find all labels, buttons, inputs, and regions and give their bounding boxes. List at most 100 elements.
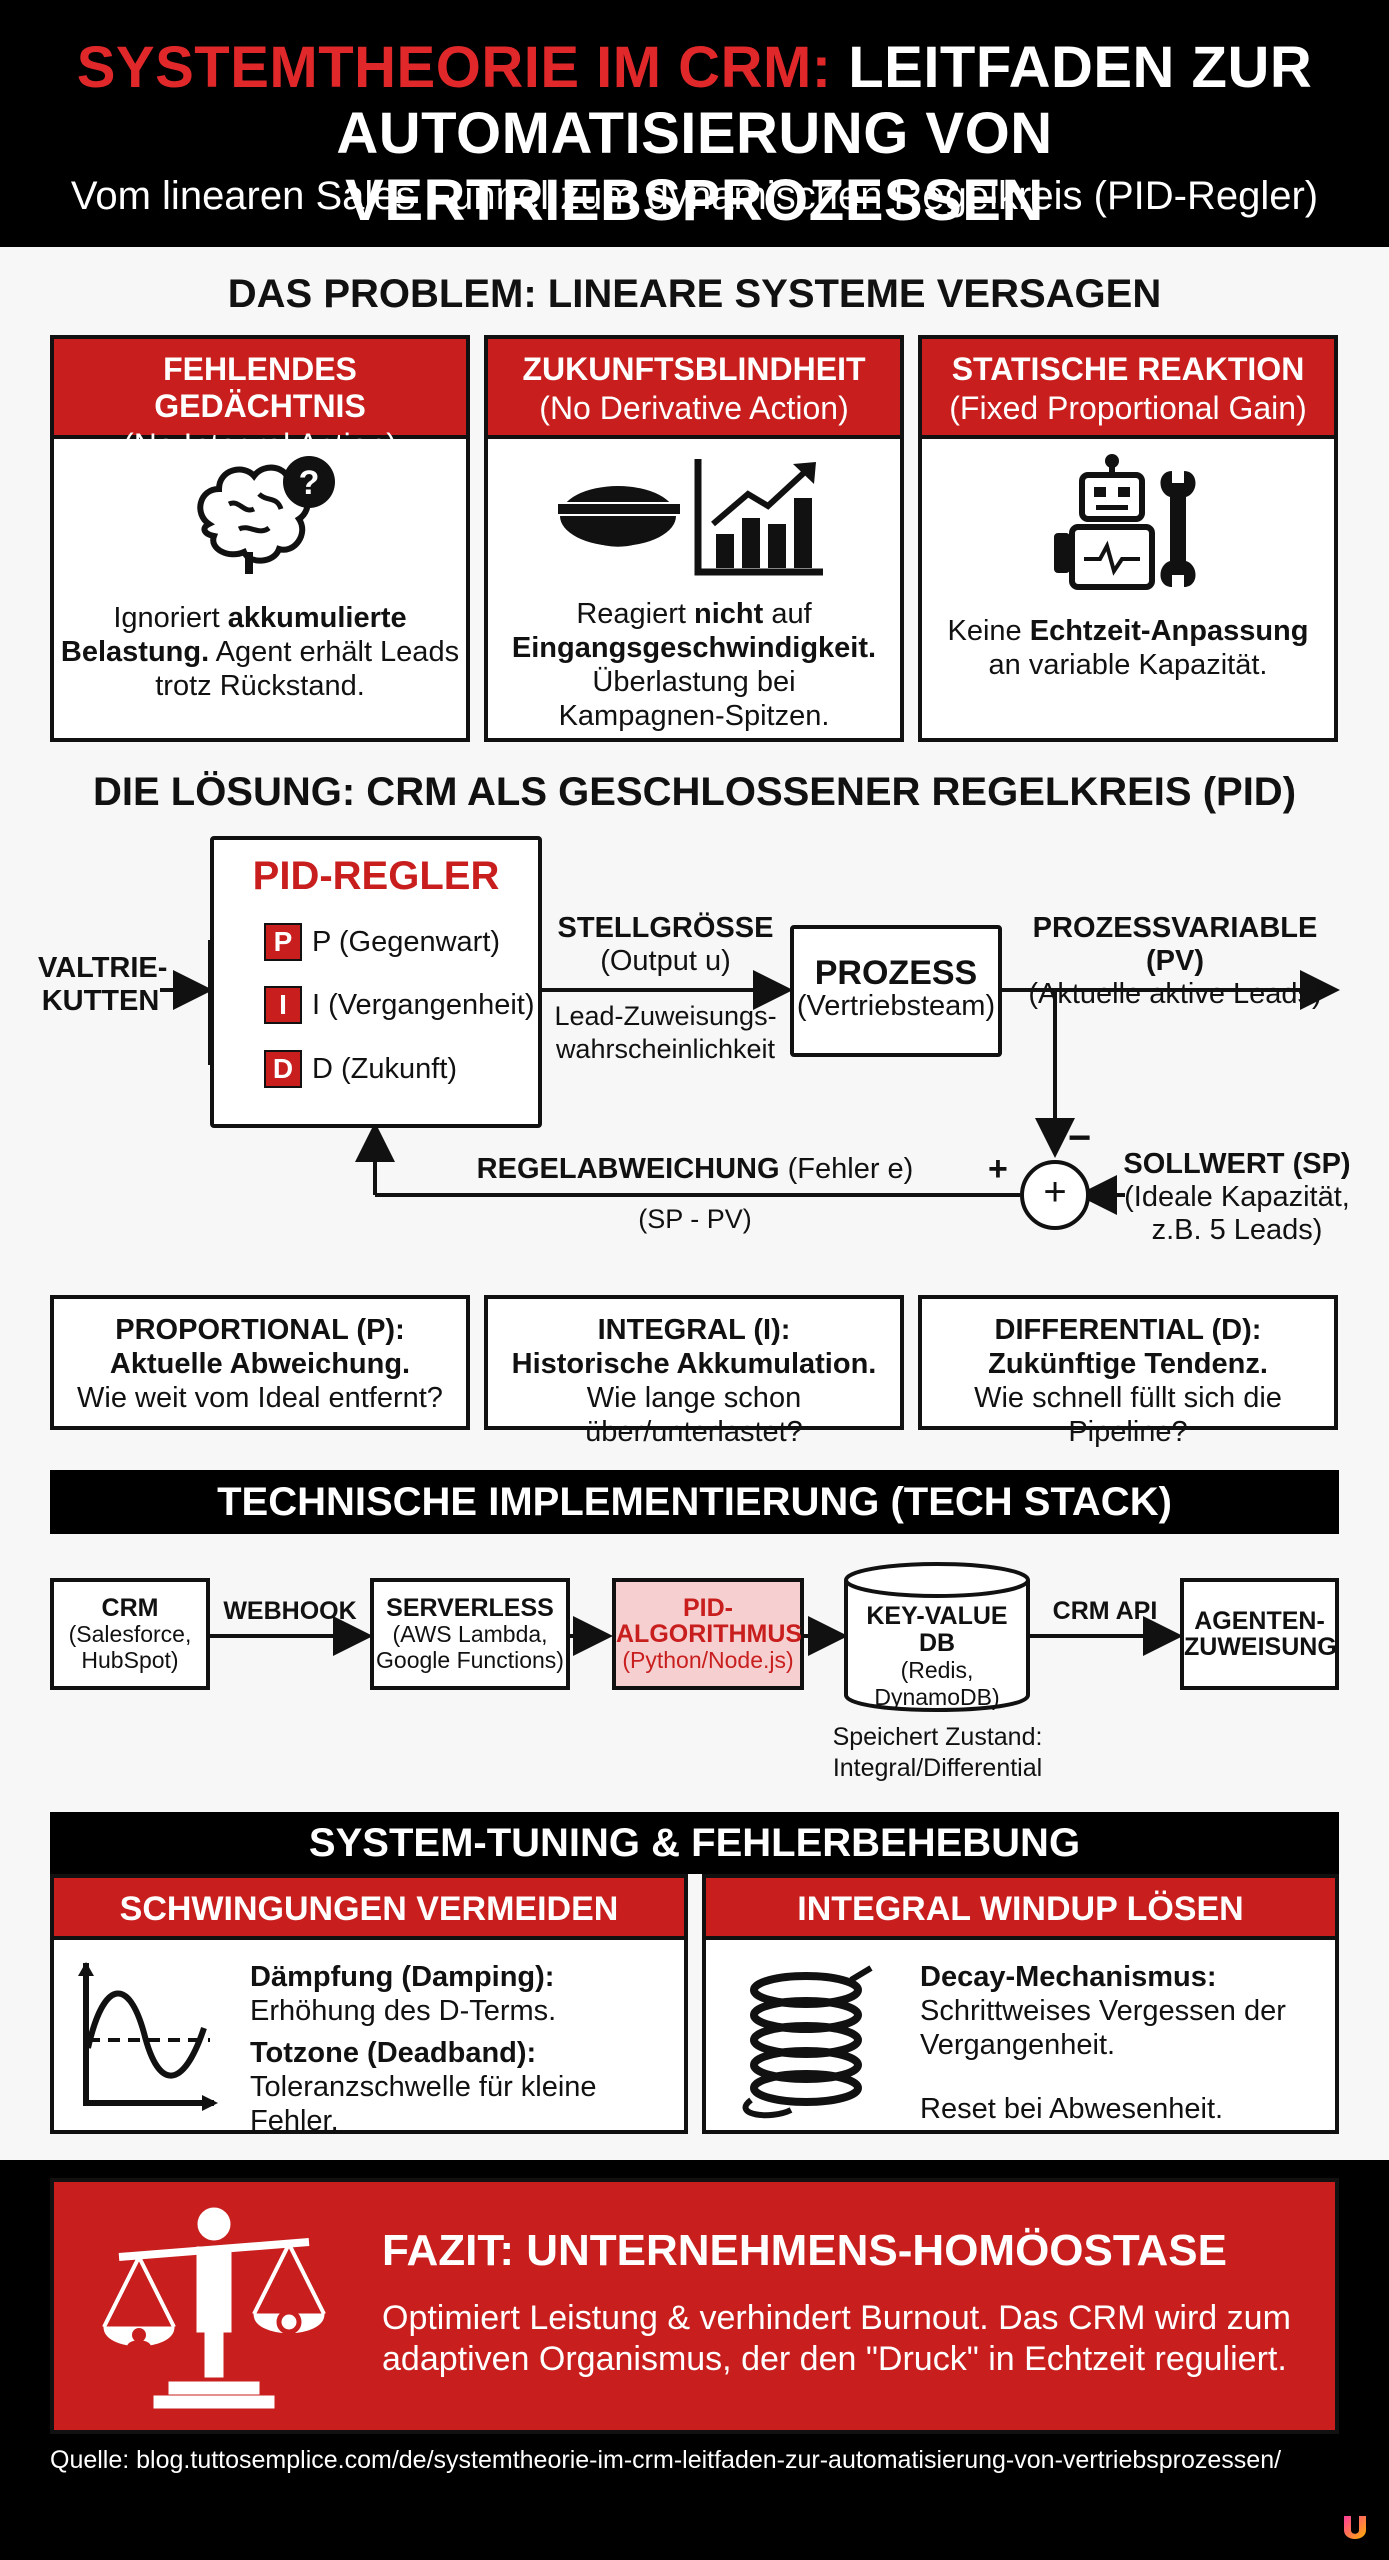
svg-text:?: ? xyxy=(299,464,320,502)
input-label: VALTRIE- KUTTEN xyxy=(38,952,167,1018)
spring-coil-icon xyxy=(731,1960,881,2125)
source-link[interactable]: Quelle: blog.tuttosemplice.com/de/system… xyxy=(50,2446,1282,2474)
text-bold: Eingangsgeschwindigkeit. xyxy=(511,632,877,664)
stellgroesse-label: STELLGRÖSSE (Output u) xyxy=(543,912,788,978)
tech-crm: CRM (Salesforce, HubSpot) xyxy=(50,1578,210,1690)
text-bold: PID- xyxy=(683,1594,733,1622)
tech-connectors xyxy=(208,1562,1183,1712)
brain-question-icon: ? xyxy=(189,454,339,589)
tuning-oscillation-card: SCHWINGUNGEN VERMEIDEN Dämpfung (Damping… xyxy=(50,1874,688,2137)
setpoint-label: SOLLWERT (SP) (Ideale Kapazität, z.B. 5 … xyxy=(1122,1148,1352,1247)
title-white: LEITFADEN ZUR xyxy=(848,35,1313,100)
card-title: ZUKUNFTSBLINDHEIT xyxy=(522,351,866,387)
card-header: FEHLENDES GEDÄCHTNIS (No Integral Action… xyxy=(54,339,466,463)
card-title: STATISCHE REAKTION xyxy=(951,351,1305,387)
pv-label: PROZESSVARIABLE (PV) (Aktuelle aktive Le… xyxy=(1005,912,1345,1011)
tech-pid-algorithm: PID- ALGORITHMUS (Python/Node.js) xyxy=(612,1578,804,1690)
text: HubSpot) xyxy=(81,1647,179,1673)
process-box: PROZESS (Vertriebsteam) xyxy=(790,925,1002,1057)
text: (Ideale Kapazität, xyxy=(1124,1181,1350,1213)
text: Agent erhält Leads xyxy=(209,636,460,668)
text-bold: ZUWEISUNG xyxy=(1184,1633,1337,1661)
text: (Output u) xyxy=(600,945,731,977)
text: Überlastung bei xyxy=(592,666,796,698)
card-body: Keine Echtzeit-Anpassung an variable Kap… xyxy=(922,614,1334,682)
card-header: ZUKUNFTSBLINDHEIT (No Derivative Action) xyxy=(488,339,900,439)
text: Ignoriert xyxy=(113,602,228,634)
text-bold: ALGORITHMUS xyxy=(616,1620,803,1648)
text: Toleranzschwelle für kleine Fehler. xyxy=(250,2071,597,2137)
decay-text: Decay-Mechanismus: Schrittweises Vergess… xyxy=(920,1960,1286,2062)
text-bold: Decay-Mechanismus: xyxy=(920,1961,1217,1993)
text: (Fehler e) xyxy=(779,1153,914,1185)
d-badge: D xyxy=(264,1050,302,1088)
i-badge: I xyxy=(264,986,302,1024)
p-text: P (Gegenwart) xyxy=(312,925,501,958)
explain-integral: INTEGRAL (I): Historische Akkumulation. … xyxy=(484,1295,904,1448)
text: Kampagnen-Spitzen. xyxy=(558,700,830,732)
problem-card-future: ZUKUNFTSBLINDHEIT (No Derivative Action)… xyxy=(484,335,904,742)
text: (Redis, xyxy=(900,1657,974,1683)
text-bold: Zukünftige Tendenz. xyxy=(988,1348,1268,1380)
webhook-label: WEBHOOK xyxy=(223,1597,357,1625)
tech-title: TECHNISCHE IMPLEMENTIERUNG (TECH STACK) xyxy=(50,1470,1339,1534)
text: (Aktuelle aktive Leads) xyxy=(1028,978,1322,1010)
text: Erhöhung des D-Terms. xyxy=(250,1995,557,2027)
tech-serverless: SERVERLESS (AWS Lambda, Google Functions… xyxy=(370,1578,570,1690)
card-subtitle: (No Derivative Action) xyxy=(539,390,849,426)
sum-sign: + xyxy=(1043,1170,1067,1214)
robot-wrench-icon xyxy=(1052,451,1212,601)
text: Integral/Differential xyxy=(832,1754,1043,1782)
tuning-title: SYSTEM-TUNING & FEHLERBEHEBUNG xyxy=(50,1812,1339,1874)
text-bold: Totzone (Deadband): xyxy=(250,2037,537,2069)
text-bold: akkumulierte xyxy=(227,602,407,634)
text: adaptiven Organismus, der den "Druck" in… xyxy=(382,2340,1287,2378)
balance-scale-person-icon xyxy=(99,2202,329,2417)
pid-title: PID-REGLER xyxy=(252,854,500,898)
pid-d-row: D D (Zukunft) xyxy=(264,1050,457,1088)
problem-title: DAS PROBLEM: LINEARE SYSTEME VERSAGEN xyxy=(227,272,1162,316)
text: Wie lange schon über/unterlastet? xyxy=(585,1382,803,1448)
subtitle: Vom linearen Sales Funnel zum dynamische… xyxy=(70,174,1319,218)
db-note: Speichert Zustand: Integral/Differential xyxy=(790,1722,1085,1784)
tech-agent-assignment: AGENTEN- ZUWEISUNG xyxy=(1180,1578,1339,1690)
deadband-text: Totzone (Deadband): Toleranzschwelle für… xyxy=(250,2036,684,2138)
text-bold: Belastung. xyxy=(60,636,210,668)
text: (Salesforce, xyxy=(68,1621,192,1647)
text-bold: AGENTEN- xyxy=(1194,1607,1325,1635)
card-body: Ignoriert akkumulierte Belastung. Agent … xyxy=(54,601,466,703)
text-bold: Historische Akkumulation. xyxy=(511,1348,877,1380)
text: z.B. 5 Leads) xyxy=(1151,1214,1323,1246)
text: Schrittweises Vergessen der xyxy=(920,1995,1286,2027)
card-subtitle: (Fixed Proportional Gain) xyxy=(949,390,1307,426)
plus-sign: + xyxy=(988,1150,1008,1188)
explain-proportional: PROPORTIONAL (P): Aktuelle Abweichung. W… xyxy=(50,1295,470,1430)
text: Wie schnell füllt sich die Pipeline? xyxy=(974,1382,1282,1448)
card-body: Reagiert nicht auf Eingangsgeschwindigke… xyxy=(488,597,900,733)
text: an variable Kapazität. xyxy=(988,649,1268,681)
text-bold: INTEGRAL (I): xyxy=(597,1314,791,1346)
error-formula: (SP - PV) xyxy=(638,1204,752,1234)
text: Optimiert Leistung & verhindert Burnout.… xyxy=(382,2299,1291,2337)
text-bold: PROPORTIONAL (P): xyxy=(115,1314,405,1346)
conclusion-text: Optimiert Leistung & verhindert Burnout.… xyxy=(382,2298,1291,2380)
text: Vergangenheit. xyxy=(920,2029,1116,2061)
main-title-line1: SYSTEMTHEORIE IM CRM: LEITFADEN ZUR xyxy=(0,34,1389,101)
text-bold: Echtzeit-Anpassung xyxy=(1029,615,1309,647)
card-title: FEHLENDES GEDÄCHTNIS xyxy=(154,351,366,424)
text-bold: STELLGRÖSSE xyxy=(557,912,774,944)
text-bold: Dämpfung (Damping): xyxy=(250,1961,555,1993)
reset-text: Reset bei Abwesenheit. xyxy=(920,2093,1224,2125)
card-header: STATISCHE REAKTION (Fixed Proportional G… xyxy=(922,339,1334,439)
text-bold: Aktuelle Abweichung. xyxy=(109,1348,411,1380)
problem-card-memory: FEHLENDES GEDÄCHTNIS (No Integral Action… xyxy=(50,335,470,742)
pid-p-row: P P (Gegenwart) xyxy=(264,923,500,961)
text-bold: PROZESS xyxy=(814,954,978,992)
text: trotz Rückstand. xyxy=(155,670,365,702)
pid-i-row: I I (Vergangenheit) xyxy=(264,986,534,1024)
explain-differential: DIFFERENTIAL (D): Zukünftige Tendenz. Wi… xyxy=(918,1295,1338,1448)
d-text: D (Zukunft) xyxy=(312,1052,458,1085)
conclusion-box: FAZIT: UNTERNEHMENS-HOMÖOSTASE Optimiert… xyxy=(50,2178,1339,2434)
header: SYSTEMTHEORIE IM CRM: LEITFADEN ZUR AUTO… xyxy=(0,0,1389,247)
text: Keine xyxy=(947,615,1030,647)
